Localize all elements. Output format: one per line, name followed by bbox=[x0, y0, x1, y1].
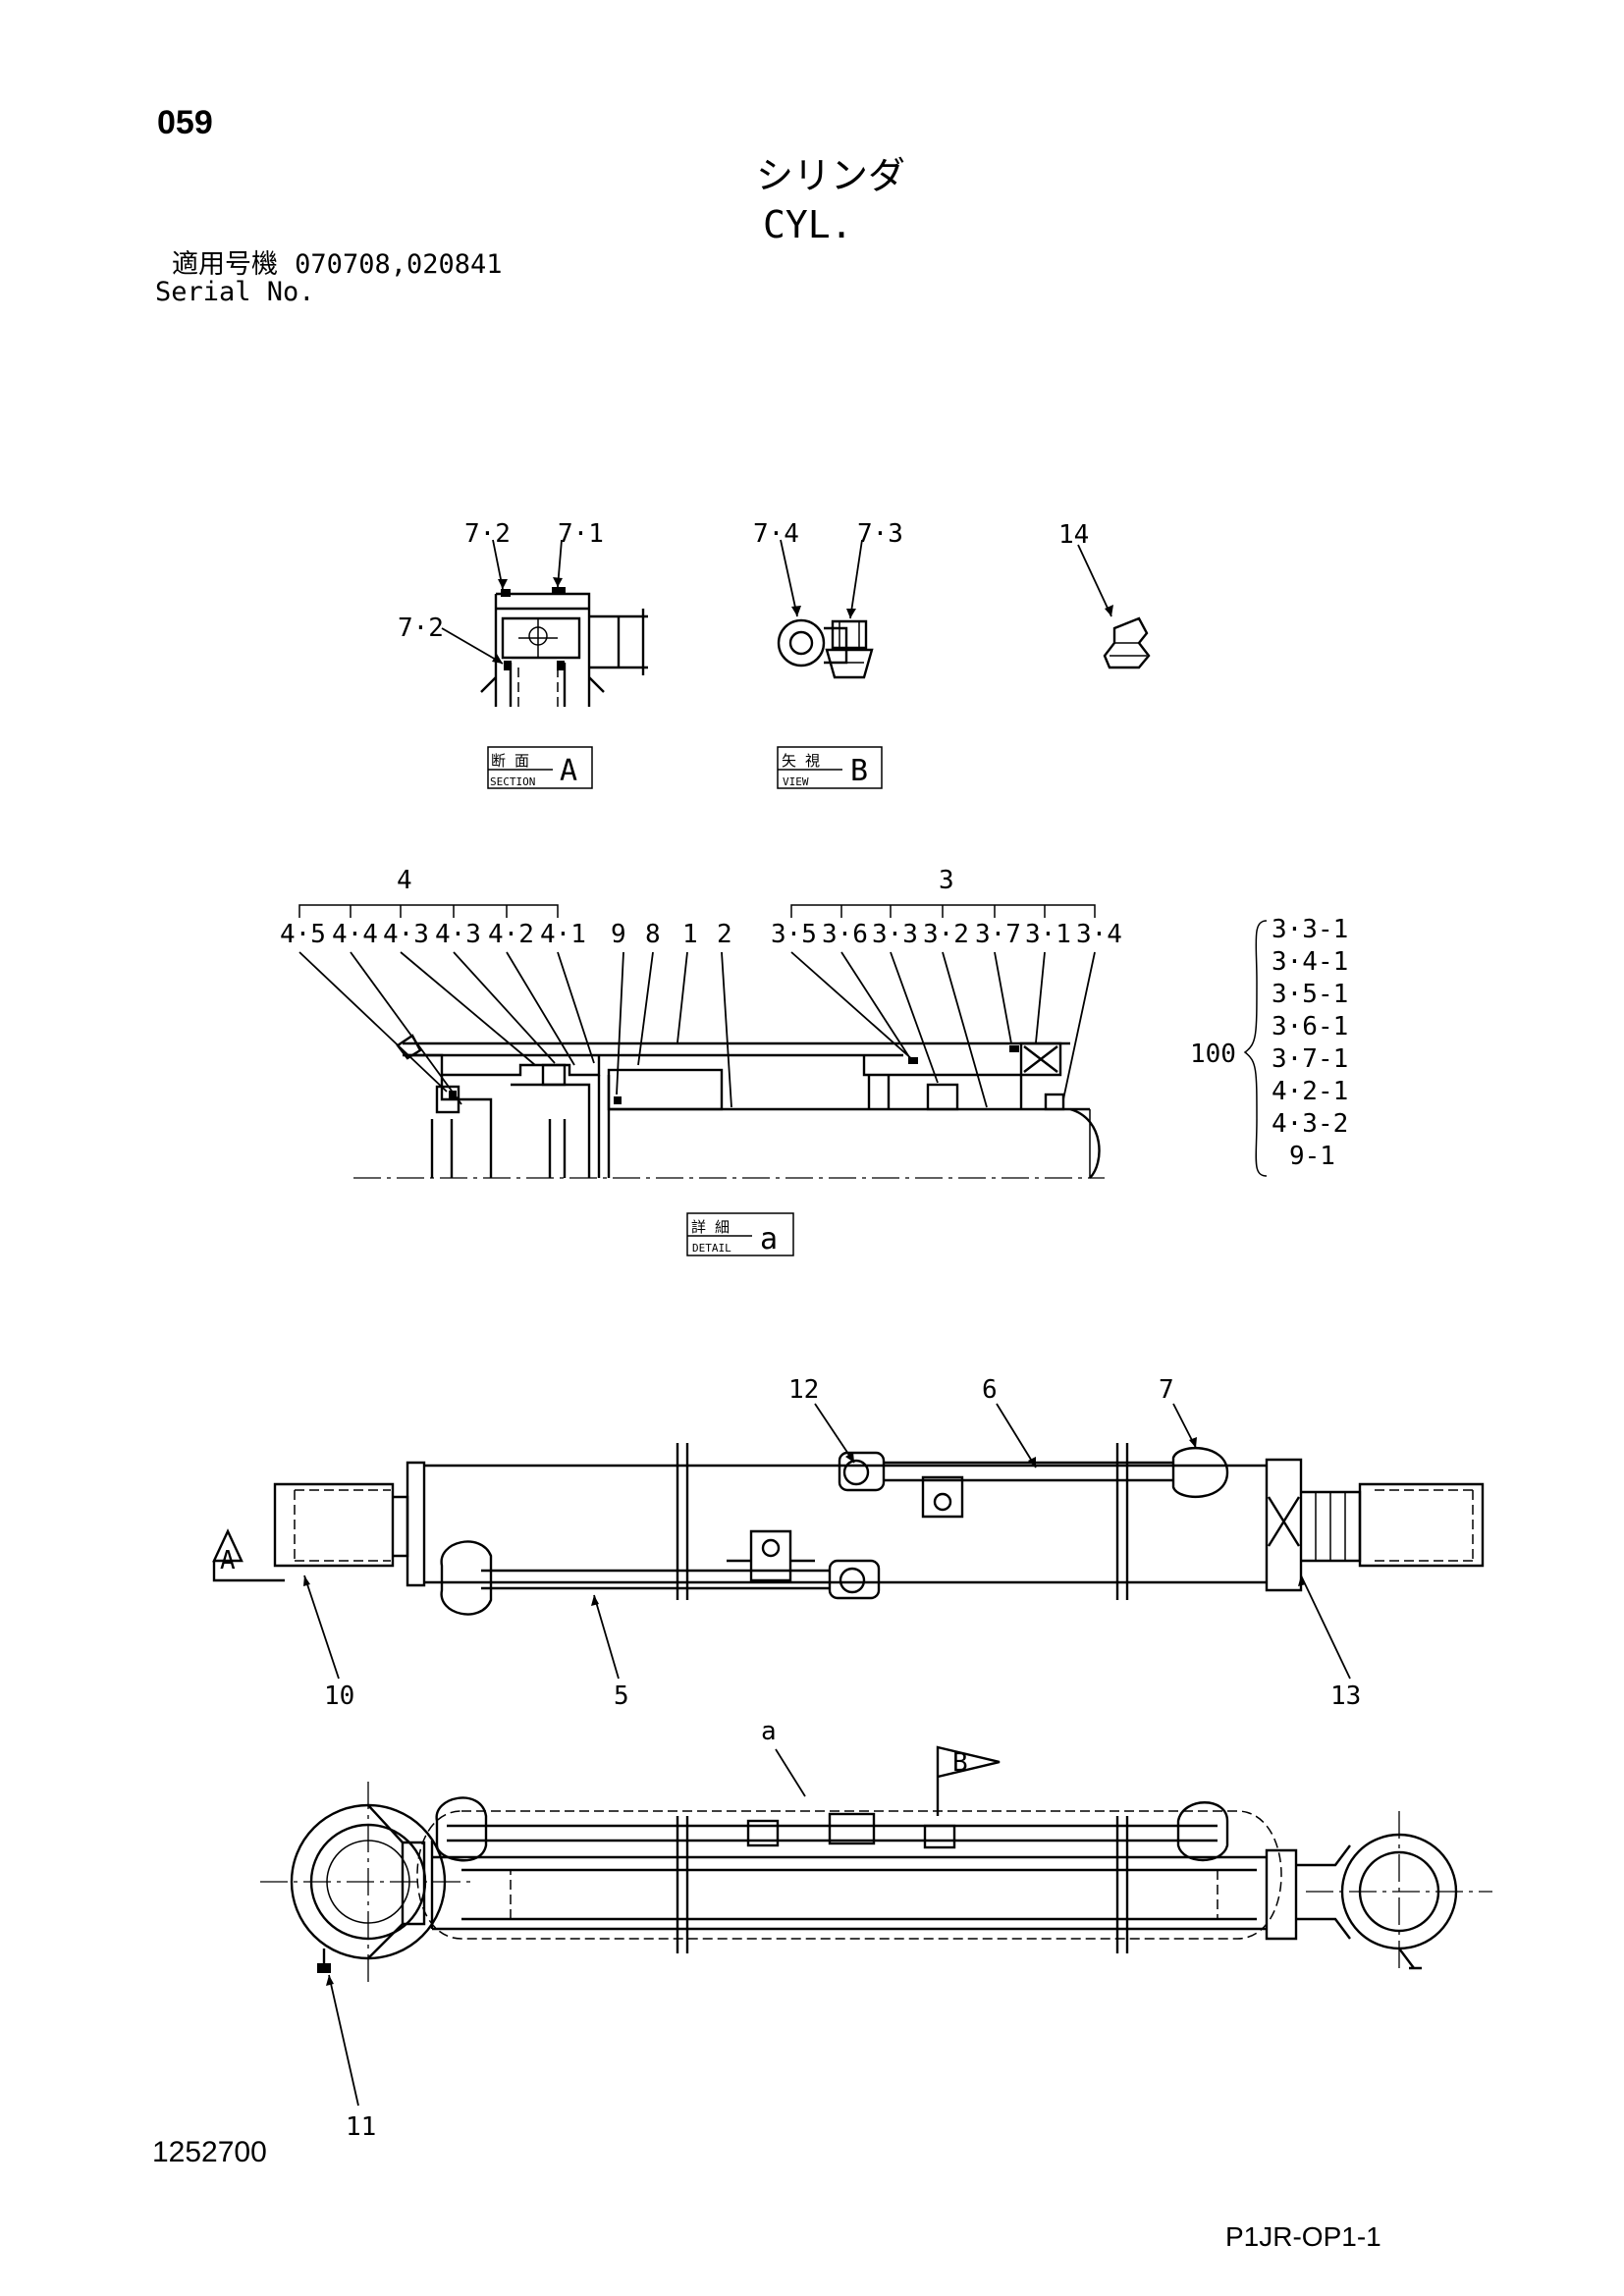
section-a-view bbox=[441, 539, 648, 707]
serial-label-en: Serial No. bbox=[155, 277, 315, 307]
callout-4-2: 4·2 bbox=[488, 920, 534, 949]
serial-line: 適用号機 070708,020841 bbox=[172, 251, 503, 278]
section-kanji: 断 面 bbox=[491, 752, 529, 770]
callout-7-4: 7·4 bbox=[753, 519, 799, 549]
callout-4-4: 4·4 bbox=[332, 920, 378, 949]
callout-5: 5 bbox=[614, 1682, 629, 1711]
callout-7-2-top: 7·2 bbox=[464, 519, 511, 549]
section-letter: A bbox=[560, 754, 577, 788]
callout-9: 9 bbox=[611, 920, 626, 949]
detail-word: DETAIL bbox=[692, 1242, 731, 1255]
serial-numbers: 070708,020841 bbox=[295, 249, 503, 280]
detail-marker-a: a bbox=[761, 1717, 777, 1746]
callout-7-3: 7·3 bbox=[857, 519, 903, 549]
kit-item-2: 3·4-1 bbox=[1272, 947, 1348, 977]
callout-4-5: 4·5 bbox=[280, 920, 326, 949]
page-number: 059 bbox=[157, 104, 213, 141]
callout-7-1: 7·1 bbox=[558, 519, 604, 549]
view-kanji: 矢 視 bbox=[782, 752, 820, 770]
cylinder-side-view bbox=[260, 1782, 1492, 1983]
callout-7: 7 bbox=[1159, 1375, 1174, 1405]
cylinder-top-view bbox=[273, 1443, 1485, 1616]
view-b-letter: B bbox=[952, 1748, 968, 1778]
sheet-code: P1JR-OP1-1 bbox=[1225, 2221, 1381, 2252]
detail-a-view bbox=[353, 1034, 1105, 1179]
detail-leaders bbox=[298, 951, 1096, 1108]
section-word: SECTION bbox=[490, 775, 535, 788]
view-b-view bbox=[777, 539, 874, 679]
serial-label-jp: 適用号機 bbox=[172, 249, 278, 280]
detail-letter: a bbox=[760, 1222, 778, 1256]
callout-3-7: 3·7 bbox=[975, 920, 1021, 949]
title-english: CYL. bbox=[763, 203, 853, 246]
callout-3-4: 3·4 bbox=[1076, 920, 1122, 949]
view-a-marker: A bbox=[212, 1528, 285, 1582]
kit-item-8: 9-1 bbox=[1289, 1142, 1335, 1171]
callout-13: 13 bbox=[1330, 1682, 1361, 1711]
title-japanese: シリンダ bbox=[756, 154, 906, 197]
callout-7-2-left: 7·2 bbox=[398, 614, 444, 643]
kit-item-1: 3·3-1 bbox=[1272, 915, 1348, 944]
callout-3-6: 3·6 bbox=[822, 920, 868, 949]
callout-3-5: 3·5 bbox=[771, 920, 817, 949]
callout-4-3a: 4·3 bbox=[383, 920, 429, 949]
callout-11: 11 bbox=[346, 2112, 376, 2142]
view-word: VIEW bbox=[783, 775, 809, 788]
group-4-label: 4 bbox=[397, 866, 412, 895]
callout-10: 10 bbox=[324, 1682, 354, 1711]
detail-a-label: 詳 細 DETAIL a bbox=[686, 1212, 794, 1256]
group-3-label: 3 bbox=[939, 866, 954, 895]
grease-fitting-leader bbox=[328, 1974, 359, 2107]
top-view-leaders bbox=[303, 1403, 1351, 1680]
callout-8: 8 bbox=[645, 920, 661, 949]
callout-4-1: 4·1 bbox=[540, 920, 586, 949]
kit-item-6: 4·2-1 bbox=[1272, 1077, 1348, 1106]
view-a-letter: A bbox=[220, 1546, 236, 1575]
callout-3-3: 3·3 bbox=[872, 920, 918, 949]
detail-kanji: 詳 細 bbox=[691, 1218, 730, 1236]
section-a-label: 断 面 SECTION A bbox=[487, 746, 593, 789]
callout-1: 1 bbox=[682, 920, 698, 949]
group-brackets bbox=[298, 904, 1096, 918]
seal-kit-bracket bbox=[1243, 920, 1268, 1177]
view-b-label: 矢 視 VIEW B bbox=[777, 746, 883, 789]
kit-item-4: 3·6-1 bbox=[1272, 1012, 1348, 1041]
callout-2: 2 bbox=[717, 920, 732, 949]
view-b-marker: B bbox=[936, 1745, 1001, 1816]
part-14-sleeve bbox=[1077, 544, 1151, 669]
drawing-number: 1252700 bbox=[152, 2136, 267, 2168]
grease-fitting-arrow bbox=[326, 1975, 334, 1986]
kit-item-3: 3·5-1 bbox=[1272, 980, 1348, 1009]
callout-3-2: 3·2 bbox=[923, 920, 969, 949]
kit-item-7: 4·3-2 bbox=[1272, 1109, 1348, 1139]
view-letter: B bbox=[850, 754, 868, 788]
callout-3-1: 3·1 bbox=[1025, 920, 1071, 949]
callout-12: 12 bbox=[788, 1375, 819, 1405]
callout-6: 6 bbox=[982, 1375, 998, 1405]
detail-a-leader bbox=[775, 1748, 806, 1797]
kit-item-5: 3·7-1 bbox=[1272, 1044, 1348, 1074]
callout-4-3b: 4·3 bbox=[435, 920, 481, 949]
kit-label: 100 bbox=[1190, 1040, 1236, 1069]
callout-14: 14 bbox=[1058, 520, 1089, 550]
